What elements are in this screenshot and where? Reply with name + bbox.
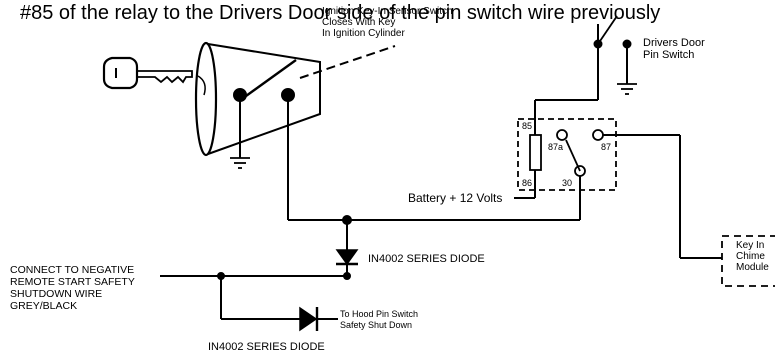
door-switch-label-1: Drivers Door — [643, 37, 705, 49]
connect-label-1: CONNECT TO NEGATIVE — [10, 264, 134, 276]
ignition-sensor-label-3: In Ignition Cylinder — [322, 28, 405, 39]
door-switch-label-2: Pin Switch — [643, 49, 694, 61]
diode-top-symbol-icon — [335, 249, 359, 266]
ground-symbol-icon — [230, 157, 250, 169]
ignition-sensor-label-1: Ignition Key-In Sensor Switch — [322, 6, 453, 17]
key-icon — [102, 56, 193, 90]
hood-pin-label-1: To Hood Pin Switch — [340, 309, 418, 319]
header-text: #85 of the relay to the Drivers Door sid… — [20, 2, 660, 24]
relay-pin-87a: 87a — [548, 142, 563, 152]
chime-label-1: Key In — [736, 240, 764, 251]
ignition-cylinder-icon — [194, 41, 396, 157]
hood-pin-label-2: Safety Shut Down — [340, 320, 412, 330]
diode-top-label: IN4002 SERIES DIODE — [368, 253, 485, 265]
ignition-sensor-label-2: Closes With Key — [322, 17, 395, 28]
relay-pin-87: 87 — [601, 142, 611, 152]
connect-label-2: REMOTE START SAFETY — [10, 276, 135, 288]
chime-label-2: Chime — [736, 251, 765, 262]
battery-label: Battery + 12 Volts — [408, 191, 502, 205]
relay-pin-85: 85 — [522, 121, 532, 131]
diode-bottom-symbol-icon — [299, 306, 319, 332]
relay-pin-86: 86 — [522, 178, 532, 188]
connect-label-4: GREY/BLACK — [10, 300, 77, 312]
relay-box — [517, 118, 617, 191]
door-switch-ground-icon — [617, 83, 637, 95]
diode-bottom-label: IN4002 SERIES DIODE — [208, 341, 325, 353]
connect-label-3: SHUTDOWN WIRE — [10, 288, 102, 300]
chime-label-3: Module — [736, 262, 769, 273]
relay-coil-icon — [529, 134, 542, 171]
relay-pin-30: 30 — [562, 178, 572, 188]
